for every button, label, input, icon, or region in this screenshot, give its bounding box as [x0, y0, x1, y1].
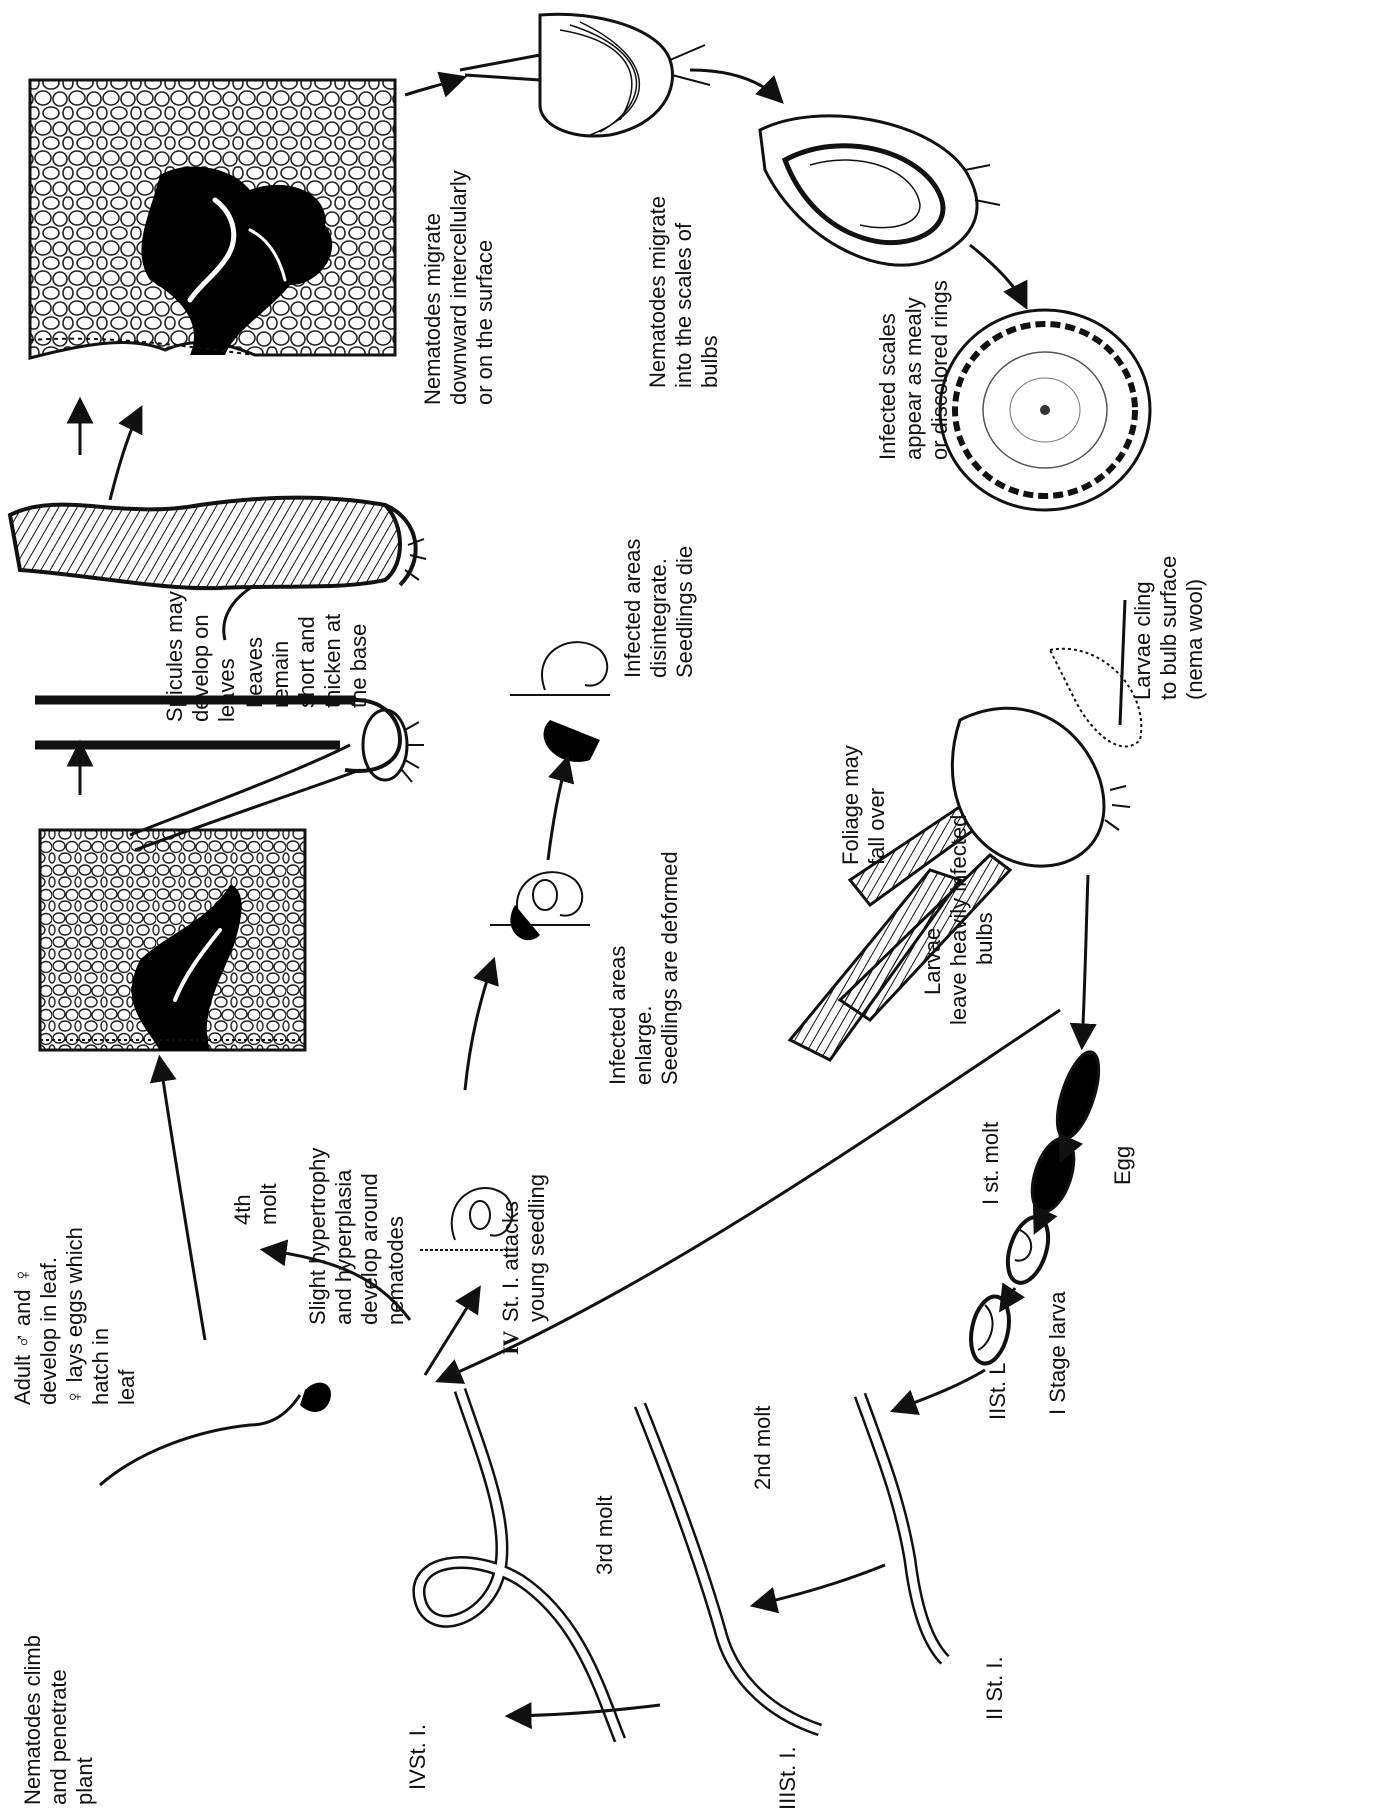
svg-text:IV: IV [498, 1330, 523, 1355]
arrow-larva-to-ii [1002, 1288, 1015, 1308]
label-stage-larva: I Stage larva [1045, 1291, 1070, 1415]
label-iv-st: IVSt. I. [405, 1724, 430, 1790]
infected-ring-section-illustration [940, 310, 1150, 510]
arrow-ii-to-worm [895, 1370, 985, 1410]
arrow-iv-to-seedling [425, 1290, 478, 1375]
label-iv-attacks: IV St. I. attacks young seedling [498, 1174, 549, 1355]
svg-text:St. I. attacks young see: St. I. attacks young seedling [498, 1174, 549, 1322]
label-spicules: Spicules may develop on leaves [162, 585, 239, 722]
label-nematodes-climb: Nematodes climb and penetrate plant [20, 1629, 97, 1805]
onion-bulb-section-illustration [760, 116, 1000, 265]
label-ii-st-l-egg: IISt. L [985, 1363, 1010, 1420]
arrow-tissue-to-bulb [405, 78, 462, 95]
arrow-swollen-to-tissue [110, 410, 140, 500]
label-infected-scales: Infected scales appear as mealy or disco… [875, 280, 952, 460]
label-migrate-scales: Nematodes migrate into the scales of bul… [645, 190, 722, 388]
swollen-onion-illustration [10, 498, 426, 641]
arrow-section-to-ring [970, 245, 1025, 305]
label-foliage-fall: Foliage may fall over [838, 739, 889, 865]
onion-bulb-illustration [460, 14, 710, 136]
label-2nd-molt: 2nd molt [750, 1406, 775, 1490]
arrow-worm-to-iv [510, 1705, 660, 1716]
arrow-bulb-to-section [690, 70, 780, 100]
arrow-worm-to-worm [755, 1565, 885, 1605]
arrow-seedling-2-to-3 [548, 760, 567, 860]
label-iii-st: IIISt. I. [775, 1746, 800, 1810]
label-adult-develop: Adult ♂ and ♀ develop in leaf. ♀ lays eg… [10, 1221, 139, 1405]
infected-leaf-tissue-illustration [30, 80, 395, 358]
label-3rd-molt: 3rd molt [592, 1496, 617, 1575]
label-seedlings-deformed: Infected areas enlarge. Seedlings are de… [605, 851, 682, 1085]
arrow-seedling-1-to-2 [465, 962, 493, 1090]
label-first-molt: I st. molt [978, 1122, 1003, 1205]
label-larvae-cling: Larvae cling to bulb surface (nema wool) [1130, 550, 1207, 700]
label-slight-hypertrophy: Slight hypertrophy and hyperplasia devel… [305, 1142, 408, 1325]
larval-worm-illustrations [100, 1383, 945, 1740]
seedling-stage-illustrations [420, 642, 610, 1250]
label-4th-molt: 4th molt [230, 1183, 281, 1225]
label-migrate-downward: Nematodes migrate downward intercellular… [420, 164, 497, 405]
label-ii-st: II St. I. [982, 1656, 1007, 1720]
arrow-to-egg [1082, 875, 1088, 1045]
hyperplasia-tissue-illustration [40, 830, 305, 1050]
label-seedlings-die: Infected areas disintegrate. Seedlings d… [620, 532, 697, 678]
label-egg: Egg [1110, 1146, 1135, 1185]
label-leaves-remain: Leaves remain short and thicken at the b… [242, 608, 371, 708]
arrow-plant-to-tissue [160, 1060, 205, 1340]
egg-and-larva-illustrations [965, 1047, 1107, 1367]
